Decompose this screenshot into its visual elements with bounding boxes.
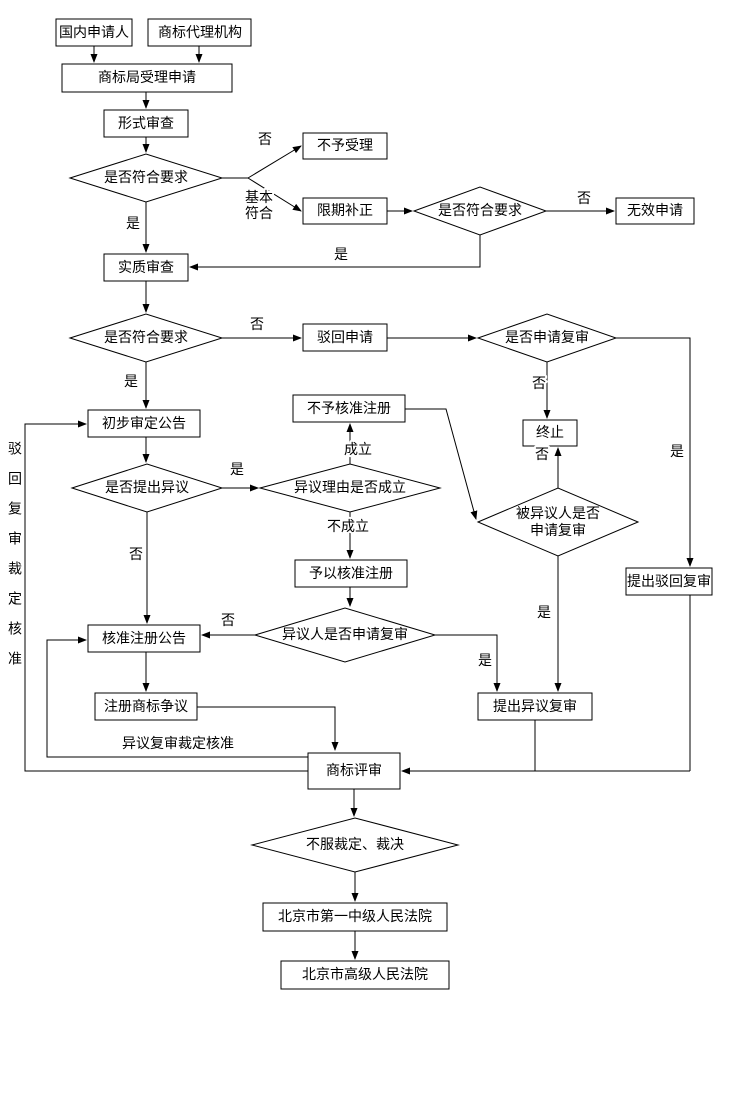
node-meets-requirements-1-diamond xyxy=(68,153,224,203)
node-opposed-party-review-label-line1: 被异议人是否 xyxy=(516,506,600,522)
node-formal-examination-box xyxy=(103,109,189,138)
edge-label-opposition-review-ruling: 异议复审裁定核准 xyxy=(122,735,234,752)
edge-label-no-opponent: 否 xyxy=(221,613,235,629)
node-trademark-agency-label: 商标代理机构 xyxy=(158,25,242,41)
node-opponent-apply-review-label: 异议人是否申请复审 xyxy=(282,626,408,643)
node-preliminary-approval-publication-box xyxy=(87,409,201,438)
node-file-rejection-review-box xyxy=(625,567,713,596)
node-reject-application-label: 驳回申请 xyxy=(317,330,373,346)
node-substantive-examination-box xyxy=(103,253,189,282)
edge-check2-to-substantive xyxy=(189,235,481,271)
node-domestic-applicant-box xyxy=(55,18,133,47)
edge-board-to-publication-ruling xyxy=(46,636,308,758)
node-opposition-grounds-valid-label: 异议理由是否成立 xyxy=(294,480,406,496)
node-office-accepts-box xyxy=(61,63,233,93)
node-opposed-party-review-label-line2: 申请复审 xyxy=(530,522,586,539)
edge-label-yes-rejection-review: 是 xyxy=(670,444,684,460)
node-opponent-apply-review-diamond xyxy=(253,607,437,663)
edge-label-no-terminate-1: 否 xyxy=(532,376,546,392)
edge-label-basically-line1: 基本 xyxy=(245,189,273,206)
node-domestic-applicant-label: 国内申请人 xyxy=(59,25,129,41)
edge-label-yes-grounds: 是 xyxy=(230,462,244,478)
node-terminate-box xyxy=(522,419,578,447)
node-not-accepted-box xyxy=(302,132,388,160)
edge-label-yes-substantive-2: 是 xyxy=(334,247,348,263)
edge-label-no-invalid: 否 xyxy=(577,191,591,207)
node-apply-for-review-label: 是否申请复审 xyxy=(505,329,589,346)
node-trademark-review-board-label: 商标评审 xyxy=(326,763,382,779)
edge-labels: 否 基本 符合 否 是 是 否 是 否 是 成立 是 否 不成立 否 是 否 是… xyxy=(4,130,686,754)
node-reject-application-box xyxy=(302,323,388,352)
node-high-court-label: 北京市高级人民法院 xyxy=(302,966,428,983)
node-registered-trademark-dispute-box xyxy=(94,692,198,721)
node-apply-for-review-diamond xyxy=(476,313,618,363)
node-substantive-examination-label: 实质审查 xyxy=(118,260,174,276)
edge-label-yes-opposition-review-2: 是 xyxy=(478,653,492,669)
edge-dispute-to-board xyxy=(197,706,339,751)
node-formal-examination-label: 形式审查 xyxy=(118,116,174,132)
nodes: 国内申请人 商标代理机构 商标局受理申请 形式审查 是否符合要求 不予受理 限期… xyxy=(55,18,713,990)
node-file-opposition-review-label: 提出异议复审 xyxy=(493,698,577,715)
node-file-opposition-review-box xyxy=(477,692,593,721)
edge-apply-review-to-rejection-review xyxy=(616,337,694,567)
edge-label-yes-substantive-1: 是 xyxy=(126,216,140,232)
edge-label-no-terminate-2: 否 xyxy=(535,447,549,463)
node-registration-publication-box xyxy=(87,624,201,653)
node-dissatisfied-ruling-diamond xyxy=(250,817,460,873)
edge-label-no-not-accepted: 否 xyxy=(258,132,272,148)
node-registration-not-approved-box xyxy=(292,394,406,423)
node-registration-approved-label: 予以核准注册 xyxy=(309,566,393,582)
node-opposition-grounds-valid-diamond xyxy=(258,463,442,513)
node-registration-publication-label: 核准注册公告 xyxy=(102,631,186,647)
node-invalid-application-box xyxy=(615,197,695,225)
edge-not-approved-to-opposed-party xyxy=(405,408,478,520)
edge-label-rejection-review-ruling: 驳回复审裁定核准 xyxy=(6,441,22,681)
edge-board-to-preliminary-ruling xyxy=(24,420,308,772)
node-opposed-party-review-diamond xyxy=(476,487,640,557)
node-first-intermediate-court-label: 北京市第一中级人民法院 xyxy=(278,908,432,925)
node-high-court-box xyxy=(280,960,450,990)
edge-label-yes-opposition-review-1: 是 xyxy=(537,605,551,621)
edge-label-basically-line2: 符合 xyxy=(245,206,273,222)
edge-check1-to-not-accepted xyxy=(247,145,302,179)
node-time-limited-correction-box xyxy=(302,197,388,225)
node-meets-requirements-3-diamond xyxy=(68,313,224,363)
node-dissatisfied-ruling-label: 不服裁定、裁决 xyxy=(306,837,404,853)
edge-label-no-reject: 否 xyxy=(250,317,264,333)
node-meets-requirements-2-diamond xyxy=(412,186,548,236)
node-invalid-application-label: 无效申请 xyxy=(627,203,683,219)
node-terminate-label: 终止 xyxy=(536,425,564,441)
node-registration-not-approved-label: 不予核准注册 xyxy=(307,401,391,417)
node-first-intermediate-court-box xyxy=(262,902,448,932)
node-registration-approved-box xyxy=(294,559,408,588)
node-time-limited-correction-label: 限期补正 xyxy=(317,203,373,219)
edge-label-not-established: 不成立 xyxy=(327,519,369,535)
node-not-accepted-label: 不予受理 xyxy=(317,138,373,154)
edges xyxy=(24,46,694,960)
node-meets-requirements-3-label: 是否符合要求 xyxy=(104,330,188,346)
node-trademark-agency-box xyxy=(147,18,252,47)
node-registered-trademark-dispute-label: 注册商标争议 xyxy=(104,699,188,715)
edge-check1-to-correction xyxy=(247,177,302,212)
node-file-rejection-review-label: 提出驳回复审 xyxy=(627,573,711,590)
node-office-accepts-label: 商标局受理申请 xyxy=(98,70,196,86)
edge-label-no-publication: 否 xyxy=(129,547,143,563)
node-meets-requirements-1-label: 是否符合要求 xyxy=(104,170,188,186)
edge-opponent-check-to-opposition-review xyxy=(435,634,501,692)
edge-label-yes-preliminary: 是 xyxy=(124,374,138,390)
node-meets-requirements-2-label: 是否符合要求 xyxy=(438,203,522,219)
node-opposition-raised-label: 是否提出异议 xyxy=(105,480,189,496)
node-opposition-raised-diamond xyxy=(70,463,224,513)
node-preliminary-approval-publication-label: 初步审定公告 xyxy=(102,415,186,432)
node-trademark-review-board-box xyxy=(307,752,401,790)
edge-label-established: 成立 xyxy=(344,442,372,458)
